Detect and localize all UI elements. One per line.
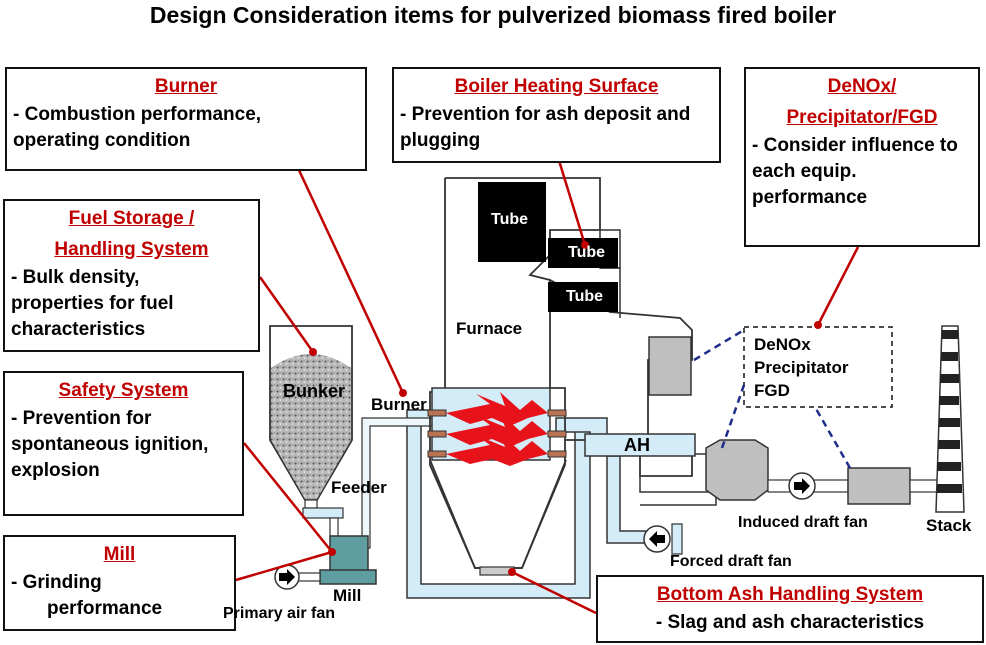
burner-label: Burner (371, 395, 427, 414)
stack-label: Stack (926, 516, 972, 535)
leader-lines (235, 153, 860, 615)
heating-surface-description: - Prevention for ash deposit and pluggin… (400, 104, 691, 151)
bunker (269, 325, 353, 537)
furnace-label: Furnace (456, 319, 523, 338)
precipitator-unit (648, 336, 692, 396)
fuel-storage-heading-line-2: Handling System (54, 239, 209, 260)
induced-draft-fan-label: Induced draft fan (738, 514, 868, 531)
denox-heading-line-1: DeNOx/ (827, 76, 897, 97)
fuel-storage-heading-line-1: Fuel Storage / (68, 208, 195, 229)
tube-label-3: Tube (566, 288, 604, 305)
safety-system-heading: Safety System (58, 380, 189, 401)
burner-ports (427, 409, 567, 458)
bottom-ash-description: - Slag and ash characteristics (655, 612, 925, 633)
fuel-storage-description: - Bulk density, properties for fuel char… (11, 267, 174, 340)
stack (935, 325, 965, 513)
safety-system-description: - Prevention for spontaneous ignition, e… (11, 408, 209, 481)
dashed-connectors (693, 328, 852, 469)
tube-block-1 (478, 182, 546, 262)
equipment-label-fgd: FGD (754, 381, 790, 400)
forced-draft-fan-icon (643, 523, 683, 555)
induced-draft-fan-icon (788, 472, 816, 500)
air-heater (584, 433, 696, 457)
flames (446, 392, 548, 466)
mill-label: Mill (333, 586, 362, 605)
mill-description-line-1: - Grinding (11, 572, 102, 593)
burner-description: - Combustion performance, operating cond… (13, 104, 262, 151)
denox-description: - Consider influence to each equip. perf… (752, 135, 958, 208)
mill-callout: Mill - Grinding performance (3, 535, 236, 631)
diagram-title: Design Consideration items for pulverize… (149, 2, 837, 28)
tube-label-1: Tube (491, 211, 529, 228)
equipment-label-precipitator: Precipitator (754, 358, 849, 377)
heating-surface-heading: Boiler Heating Surface (454, 76, 659, 97)
flue-gas-path (695, 439, 943, 505)
mill-description-line-2: performance (47, 598, 163, 619)
bottom-ash-callout: Bottom Ash Handling System - Slag and as… (596, 575, 984, 643)
forced-draft-fan-label: Forced draft fan (670, 553, 792, 570)
equipment-label-denox: DeNOx (754, 335, 811, 354)
tube-block-3 (548, 282, 618, 312)
bottom-ash-heading: Bottom Ash Handling System (656, 584, 924, 605)
burner-heading: Burner (154, 76, 218, 97)
fuel-storage-callout: Fuel Storage / Handling System - Bulk de… (3, 199, 260, 352)
leader-dots (309, 241, 822, 576)
mill-heading: Mill (103, 544, 136, 565)
feeder-label: Feeder (331, 478, 387, 497)
denox-callout: DeNOx/ Precipitator/FGD - Consider influ… (744, 67, 980, 247)
tube-label-2: Tube (568, 244, 606, 261)
primary-air-fan-label: Primary air fan (223, 605, 336, 622)
denox-heading-line-2: Precipitator/FGD (786, 107, 938, 128)
bunker-label: Bunker (283, 381, 346, 401)
ah-label: AH (624, 435, 650, 455)
heating-surface-callout: Boiler Heating Surface - Prevention for … (392, 67, 721, 163)
burner-callout: Burner - Combustion performance, operati… (5, 67, 367, 171)
safety-system-callout: Safety System - Prevention for spontaneo… (3, 371, 244, 516)
